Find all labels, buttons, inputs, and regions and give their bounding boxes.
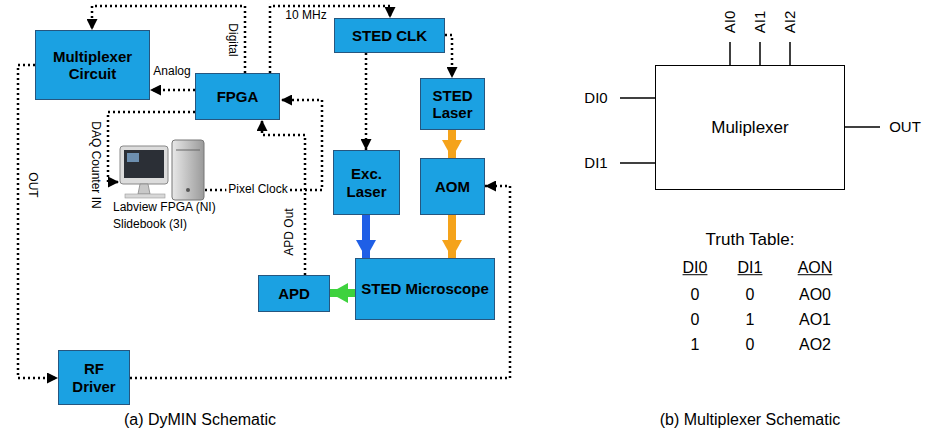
fpga-box: FPGA xyxy=(195,73,280,120)
screen-window xyxy=(127,153,139,162)
keyboard xyxy=(125,194,165,198)
pin-wire xyxy=(845,126,880,128)
box-label: STED CLK xyxy=(352,27,427,44)
wire-label: Pixel Clock xyxy=(226,183,289,196)
table-cell: AO0 xyxy=(799,286,831,304)
clock-box: STED CLK xyxy=(334,18,445,53)
daq-wire xyxy=(108,112,195,182)
table-cell: AO1 xyxy=(799,311,831,329)
monitor-screen xyxy=(124,150,164,178)
signal-label: Digital xyxy=(225,23,238,56)
table-cell: 0 xyxy=(691,311,700,329)
box-label: APD xyxy=(278,285,310,302)
pin-name: OUT xyxy=(889,119,921,136)
box-label: STED Microscope xyxy=(361,280,489,297)
signal-label: APD Out xyxy=(283,208,296,255)
software-label: Labview FPGA (NI) xyxy=(113,201,216,214)
pin-name: AI0 xyxy=(722,11,739,34)
box-label: FPGA xyxy=(217,88,259,105)
pin-wire xyxy=(620,97,655,99)
pin-wire xyxy=(729,42,731,65)
laser-box: Exc. Laser xyxy=(333,150,400,215)
wire-label: DAQ Counter IN xyxy=(88,121,101,208)
table-cell: 0 xyxy=(691,286,700,304)
box-label: RF Driver xyxy=(63,360,125,395)
signal-connector xyxy=(18,65,58,378)
computer-tower xyxy=(172,140,204,200)
signal-connector xyxy=(362,215,370,258)
laser-box: STED Laser xyxy=(420,78,485,130)
pin-wire xyxy=(620,162,655,164)
signal-connector xyxy=(445,35,452,78)
pin-wire xyxy=(789,42,791,65)
box-label: Exc. Laser xyxy=(338,165,395,200)
pin-name: AI2 xyxy=(782,11,799,34)
panel-caption: (b) Multiplexer Schematic xyxy=(660,411,841,429)
box-label: AOM xyxy=(435,178,470,195)
circuit-box: Multiplexer Circuit xyxy=(35,30,150,100)
driver-box: RF Driver xyxy=(58,350,130,405)
table-header: DI0 xyxy=(683,259,708,277)
pin-name: DI1 xyxy=(584,155,607,172)
table-header: DI1 xyxy=(738,259,763,277)
table-title: Truth Table: xyxy=(706,231,795,250)
table-cell: AO2 xyxy=(799,336,831,354)
table-header: AON xyxy=(798,259,833,277)
modulator-box: AOM xyxy=(420,158,485,215)
pin-name: DI0 xyxy=(584,90,607,107)
signal-connector xyxy=(262,120,305,275)
box-label: STED Laser xyxy=(425,87,480,122)
panel-caption: (a) DyMIN Schematic xyxy=(124,411,276,429)
computer-illustration xyxy=(120,140,204,200)
monitor-frame xyxy=(120,146,168,184)
signal-connector xyxy=(448,130,456,158)
box-label: Multiplexer Circuit xyxy=(40,48,145,83)
signal-connector xyxy=(365,53,368,150)
box-label: Muliplexer xyxy=(711,118,788,138)
table-cell: 1 xyxy=(746,311,755,329)
monitor-stand xyxy=(138,184,150,194)
tower-slot xyxy=(176,150,200,151)
pin-wire xyxy=(759,42,761,65)
table-cell: 0 xyxy=(746,286,755,304)
table-cell: 1 xyxy=(691,336,700,354)
multiplexer-box: Muliplexer xyxy=(655,65,845,190)
signal-connector xyxy=(150,89,195,92)
detector-box: APD xyxy=(258,275,330,312)
signal-label: OUT xyxy=(25,172,38,197)
signal-label: 10 MHz xyxy=(283,9,328,22)
tower-button xyxy=(186,188,190,192)
pin-name: AI1 xyxy=(752,11,769,34)
software-label: Slidebook (3I) xyxy=(113,218,187,231)
signal-connector xyxy=(448,215,456,258)
microscope-box: STED Microscope xyxy=(355,258,495,320)
signal-label: Analog xyxy=(153,65,190,78)
table-cell: 0 xyxy=(746,336,755,354)
signal-connector xyxy=(330,289,355,297)
